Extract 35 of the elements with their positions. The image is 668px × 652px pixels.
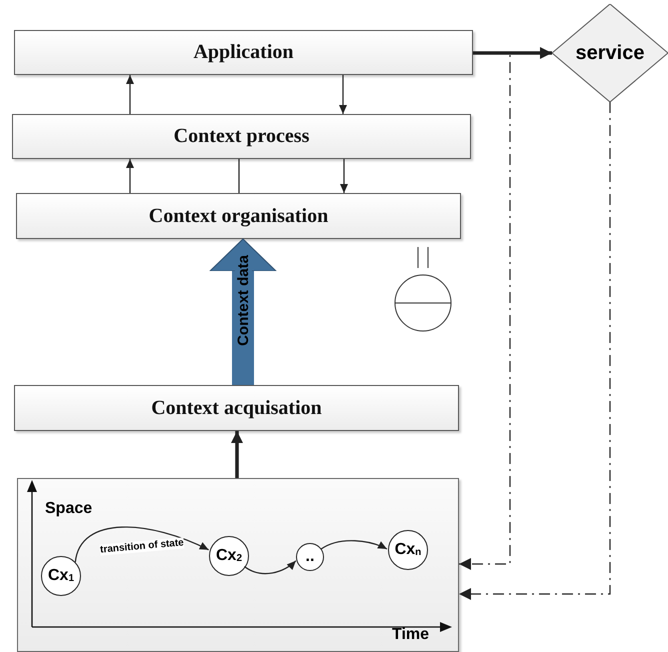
state-circle	[388, 530, 428, 570]
edge-label: Context data	[234, 254, 252, 346]
arrow	[339, 75, 347, 114]
arrow	[231, 431, 243, 478]
node-label: Cx$_{1}$	[48, 567, 74, 585]
arrow	[74, 526, 209, 562]
node-label: ..	[306, 548, 314, 566]
layer-box	[16, 193, 461, 239]
axis-label: Time	[392, 626, 430, 644]
state-circle	[41, 556, 81, 596]
node-label: Application	[193, 41, 294, 64]
arrow	[459, 102, 611, 600]
axis-label: Space	[45, 500, 92, 518]
arrow	[320, 540, 388, 550]
arrow	[459, 52, 511, 570]
layer-box	[12, 114, 471, 159]
decision-diamond	[552, 4, 668, 102]
state-circle	[296, 543, 324, 571]
layer-box	[14, 385, 459, 431]
node-label: Cx$_{n}$	[394, 541, 422, 559]
environment-panel	[17, 478, 459, 652]
block-arrow	[210, 238, 276, 385]
node-label: Context organisation	[148, 204, 328, 228]
state-circle	[209, 536, 249, 576]
node-label: Cx$_{2}$	[216, 547, 242, 565]
node-label: Context process	[174, 125, 310, 148]
connector-line	[238, 159, 240, 193]
node-label: Context acquisation	[151, 396, 322, 420]
node-label: service	[576, 42, 644, 64]
arrow	[340, 159, 348, 193]
arrow	[473, 47, 552, 59]
layer-box	[14, 30, 473, 75]
arrow	[126, 75, 134, 114]
arrow	[126, 159, 134, 193]
arrow	[244, 560, 296, 574]
